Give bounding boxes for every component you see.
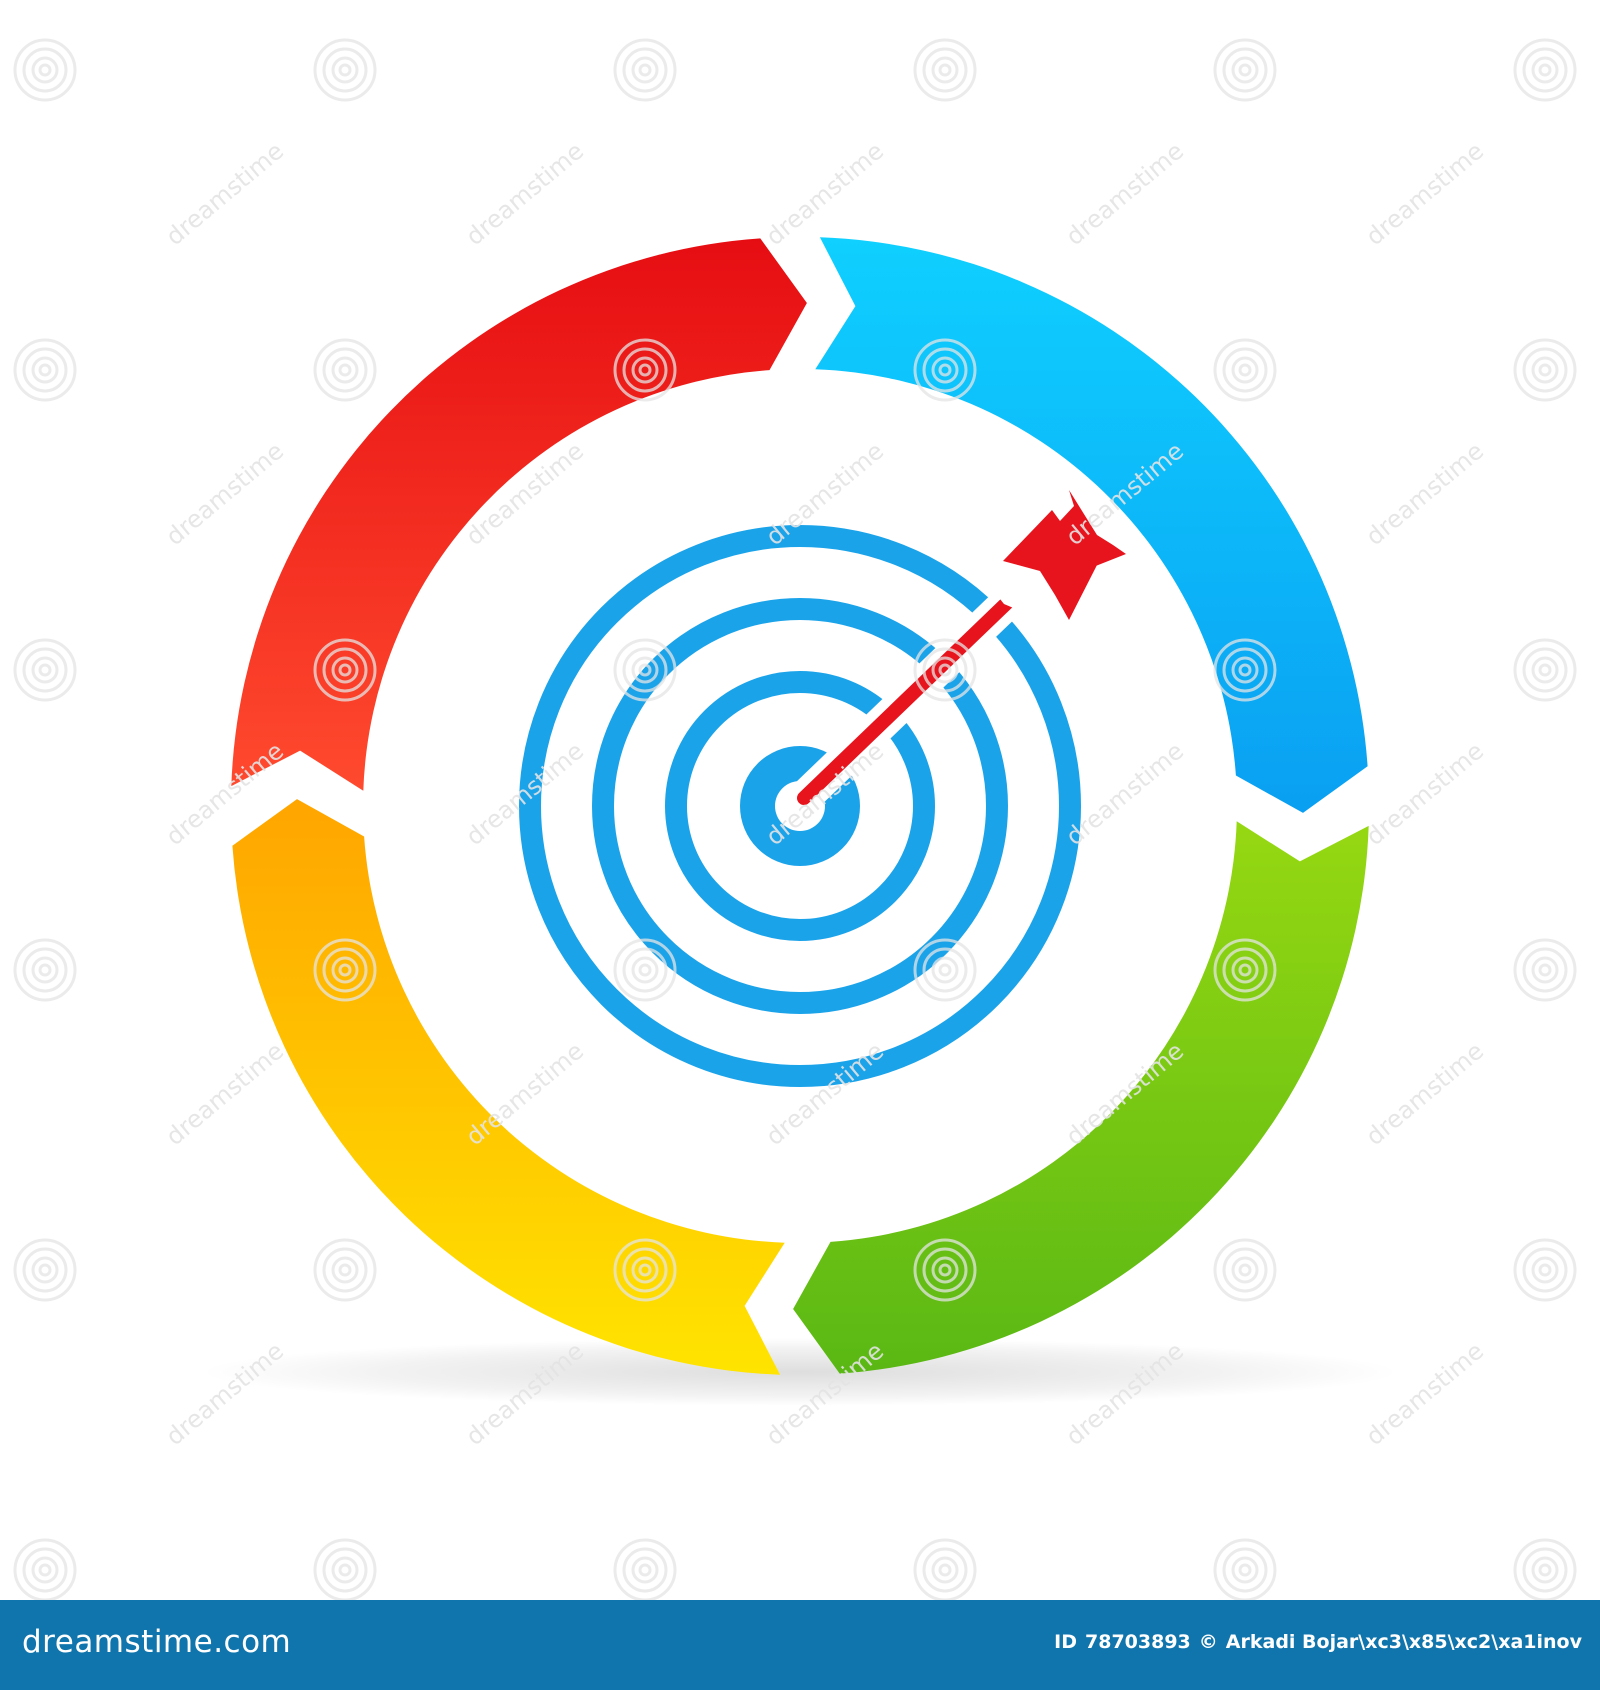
target-icon <box>519 525 1081 1087</box>
target-ring-2 <box>592 598 1008 1014</box>
footer-credit: ID 78703893 © Arkadi Bojar\xc3\x85\xc2\xa1i… <box>1054 1625 1582 1659</box>
footer-bar: dreamstime.com ID 78703893 © Arkadi Bojar\x… <box>0 1600 1600 1690</box>
cycle-diagram <box>200 237 1400 1406</box>
footer-brand[interactable]: dreamstime.com <box>22 1624 292 1660</box>
copyright-symbol: © <box>1198 1631 1218 1653</box>
dart-fletching-fill <box>1003 490 1126 620</box>
image-id-value: 78703893 <box>1085 1631 1191 1653</box>
ground-shadow <box>200 1338 1400 1406</box>
author-name: Arkadi Bojar\xc3\x85\xc2\xa1inov <box>1225 1631 1582 1653</box>
image-id-label: ID <box>1054 1631 1078 1653</box>
target-ring-outer <box>519 525 1081 1087</box>
target-ring-3 <box>665 671 935 941</box>
